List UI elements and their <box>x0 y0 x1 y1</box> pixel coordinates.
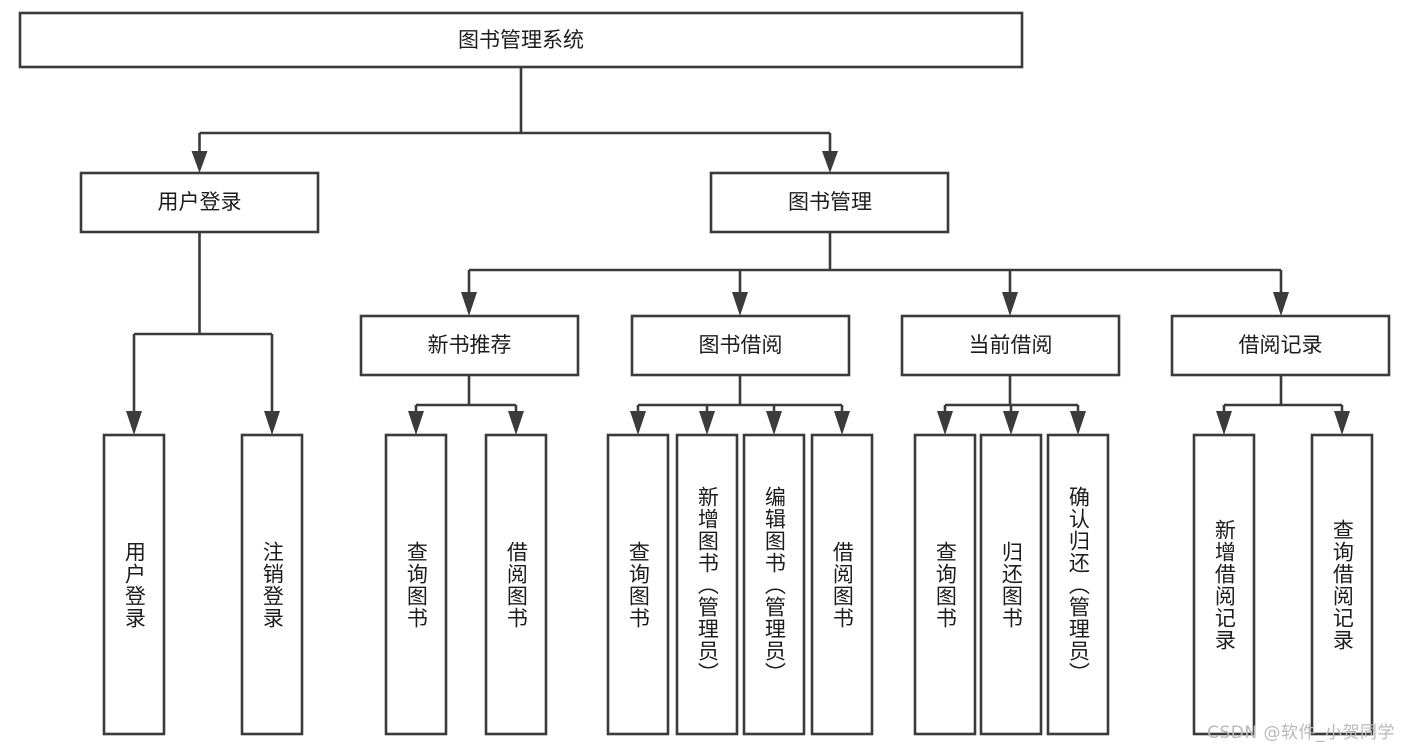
arrowhead-leaf-add-borrow-record <box>1216 411 1232 435</box>
arrowhead-leaf-user-logout <box>264 411 280 435</box>
node-box-leaf-user-logout[interactable] <box>240 433 304 736</box>
node-box-leaf-edit-book[interactable] <box>742 433 806 736</box>
connector-group-new-book-recommend <box>408 375 524 435</box>
node-box-user-login[interactable] <box>79 171 320 234</box>
node-box-current-borrow[interactable] <box>900 314 1121 377</box>
arrowhead-leaf-user-login <box>126 411 142 435</box>
node-label-user-login: 用户登录 <box>158 190 242 214</box>
connector-group-borrow-records <box>1216 375 1350 435</box>
node-label-borrow-records: 借阅记录 <box>1239 333 1323 357</box>
node-label-book-management: 图书管理 <box>788 190 872 214</box>
node-label-new-book-recommend: 新书推荐 <box>428 333 512 357</box>
node-box-leaf-query-book-borrow[interactable] <box>606 433 670 736</box>
node-box-leaf-borrow-book-recommend[interactable] <box>484 433 548 736</box>
arrowhead-book-borrow <box>732 292 748 316</box>
node-box-root[interactable] <box>18 11 1024 69</box>
connector-group-book-borrow <box>630 375 850 435</box>
node-box-leaf-add-borrow-record[interactable] <box>1192 433 1256 736</box>
arrowhead-leaf-query-book-current <box>937 411 953 435</box>
node-label-current-borrow: 当前借阅 <box>969 333 1053 357</box>
arrowhead-leaf-edit-book <box>766 411 782 435</box>
arrowhead-borrow-records <box>1273 292 1289 316</box>
arrowhead-leaf-query-borrow-record <box>1334 411 1350 435</box>
node-labels-horizontal: 图书管理系统 用户登录 图书管理 新书推荐 图书借阅 当前借阅 借阅记录 <box>158 28 1323 357</box>
arrowhead-leaf-add-book <box>699 411 715 435</box>
arrowhead-book-management <box>822 151 838 173</box>
node-box-book-borrow[interactable] <box>630 314 851 377</box>
node-box-leaf-query-book-recommend[interactable] <box>384 433 448 736</box>
node-box-leaf-user-login[interactable] <box>102 433 166 736</box>
arrowhead-new-book-recommend <box>461 292 477 316</box>
arrowhead-leaf-confirm-return <box>1070 411 1086 435</box>
connector-group-book-management <box>461 232 1289 316</box>
arrowhead-user-login <box>191 151 208 173</box>
csdn-watermark: CSDN @软件_小贺同学 <box>1207 723 1395 743</box>
connector-group-user-login <box>126 232 280 435</box>
node-box-leaf-return-book[interactable] <box>979 433 1043 736</box>
node-box-leaf-query-book-current[interactable] <box>913 433 977 736</box>
node-box-leaf-query-borrow-record[interactable] <box>1310 433 1374 736</box>
connector-group-root <box>191 67 838 173</box>
arrowhead-leaf-query-book-recommend <box>408 411 424 435</box>
arrowhead-leaf-borrow-book-recommend <box>508 411 524 435</box>
node-box-leaf-borrow-book[interactable] <box>810 433 874 736</box>
arrowhead-current-borrow <box>1002 292 1018 316</box>
node-box-new-book-recommend[interactable] <box>359 314 580 377</box>
node-box-leaf-add-book[interactable] <box>675 433 739 736</box>
node-box-book-management[interactable] <box>709 171 950 234</box>
node-label-root: 图书管理系统 <box>458 28 584 52</box>
node-boxes <box>18 11 1391 736</box>
arrowhead-leaf-query-book-borrow <box>630 411 646 435</box>
node-label-book-borrow: 图书借阅 <box>699 333 783 357</box>
node-box-leaf-confirm-return[interactable] <box>1046 433 1110 736</box>
arrowhead-leaf-return-book <box>1003 411 1019 435</box>
connector-group-current-borrow <box>937 375 1086 435</box>
node-box-borrow-records[interactable] <box>1170 314 1391 377</box>
arrowhead-leaf-borrow-book <box>834 411 850 435</box>
